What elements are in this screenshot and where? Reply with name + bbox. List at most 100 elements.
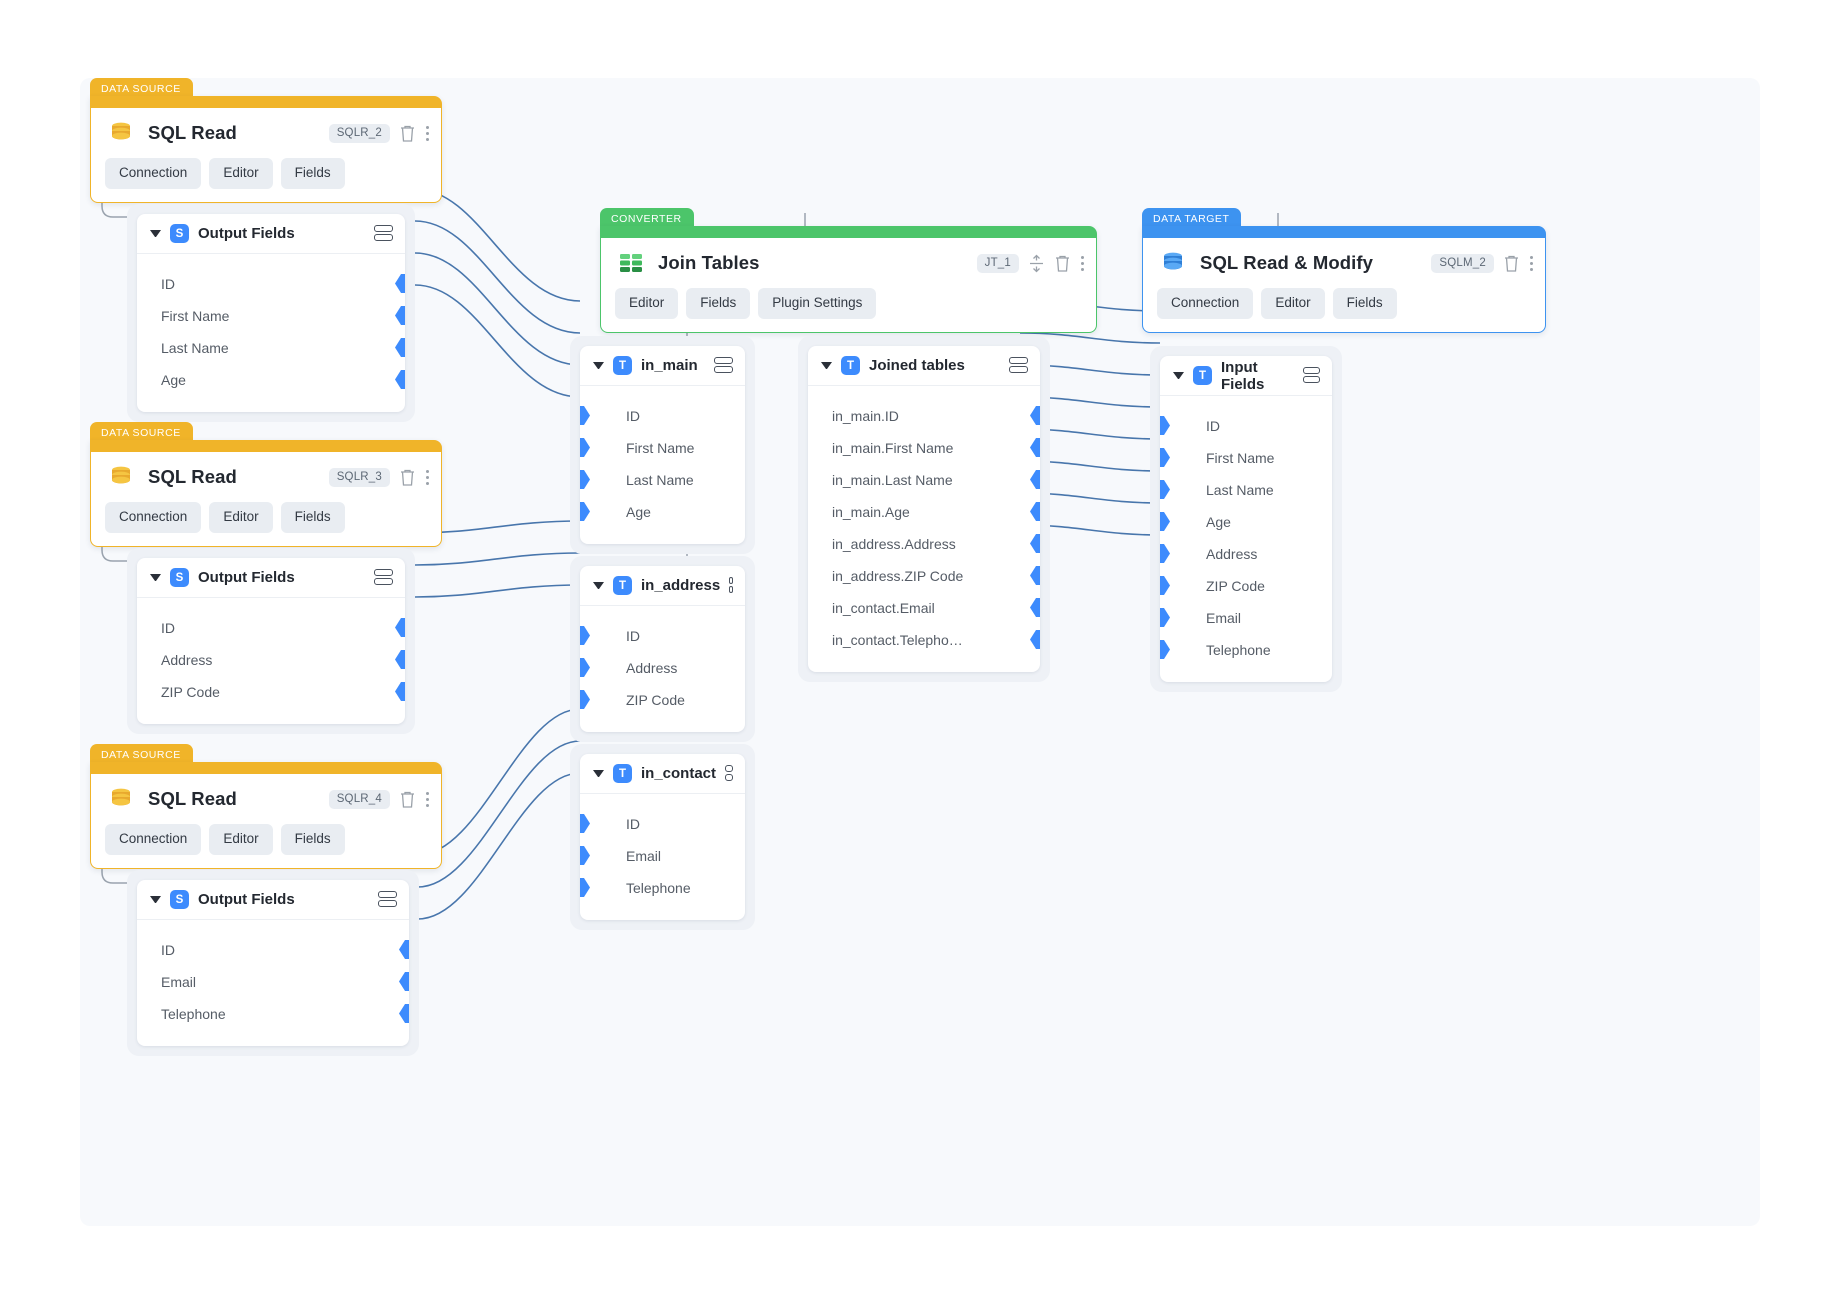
tab-editor[interactable]: Editor [209,824,273,855]
tab-plugin-settings[interactable]: Plugin Settings [758,288,877,319]
trash-icon[interactable] [399,468,416,487]
panel-input-fields[interactable]: T Input Fields ID First Name Last Name A… [1150,346,1342,692]
trash-icon[interactable] [399,790,416,809]
field-row[interactable]: in_address.Address [808,528,1040,560]
panel-in-main[interactable]: T in_main ID First Name Last Name Age [570,336,755,554]
field-row[interactable]: ID [1160,410,1332,442]
rows-toggle-icon[interactable] [1303,366,1320,385]
field-row[interactable]: Last Name [137,332,405,364]
output-port[interactable] [399,972,409,991]
panel-output-fields-main[interactable]: S Output Fields ID First Name Last Name … [127,204,415,422]
caret-down-icon[interactable] [150,230,161,237]
output-port[interactable] [1030,502,1040,521]
output-port[interactable] [395,306,405,325]
output-port[interactable] [1030,438,1040,457]
field-row[interactable]: ID [580,620,745,652]
output-port[interactable] [395,650,405,669]
field-row[interactable]: in_contact.Email [808,592,1040,624]
input-port[interactable] [580,878,590,897]
node-tab-strip[interactable]: Connection Editor Fields [1143,288,1545,332]
input-port[interactable] [1160,480,1170,499]
output-port[interactable] [1030,406,1040,425]
panel-header[interactable]: T in_contact [580,754,745,794]
field-row[interactable]: Last Name [1160,474,1332,506]
field-row[interactable]: in_main.First Name [808,432,1040,464]
tab-fields[interactable]: Fields [1332,288,1397,319]
panel-joined-tables[interactable]: T Joined tables in_main.ID in_main.First… [798,336,1050,682]
node-tab-strip[interactable]: Connection Editor Fields [91,158,441,202]
rows-toggle-icon[interactable] [714,356,733,375]
field-row[interactable]: First Name [580,432,745,464]
node-tab-strip[interactable]: Editor Fields Plugin Settings [601,288,1096,332]
tab-connection[interactable]: Connection [105,158,202,189]
kebab-menu-icon[interactable] [425,790,429,808]
field-row[interactable]: Age [1160,506,1332,538]
panel-output-fields-address[interactable]: S Output Fields ID Address ZIP Code [127,548,415,734]
field-row[interactable]: ZIP Code [137,676,405,708]
node-tab-strip[interactable]: Connection Editor Fields [91,824,441,868]
field-row[interactable]: in_contact.Telepho… [808,624,1040,656]
tab-connection[interactable]: Connection [105,824,202,855]
caret-down-icon[interactable] [1173,372,1184,379]
input-port[interactable] [580,658,590,677]
field-row[interactable]: in_address.ZIP Code [808,560,1040,592]
output-port[interactable] [1030,534,1040,553]
panel-header[interactable]: T Input Fields [1160,356,1332,396]
caret-down-icon[interactable] [821,362,832,369]
output-port[interactable] [1030,566,1040,585]
field-row[interactable]: Age [137,364,405,396]
tab-connection[interactable]: Connection [105,502,202,533]
panel-header[interactable]: T in_main [580,346,745,386]
caret-down-icon[interactable] [150,574,161,581]
trash-icon[interactable] [1054,254,1071,273]
input-port[interactable] [580,814,590,833]
field-row[interactable]: Address [1160,538,1332,570]
caret-down-icon[interactable] [593,770,604,777]
panel-output-fields-contact[interactable]: S Output Fields ID Email Telephone [127,870,419,1056]
tab-connection[interactable]: Connection [1157,288,1254,319]
tab-fields[interactable]: Fields [686,288,751,319]
field-row[interactable]: Address [137,644,405,676]
field-row[interactable]: First Name [1160,442,1332,474]
input-port[interactable] [1160,512,1170,531]
input-port[interactable] [1160,416,1170,435]
caret-down-icon[interactable] [150,896,161,903]
panel-header[interactable]: S Output Fields [137,214,405,254]
input-port[interactable] [580,406,590,425]
field-row[interactable]: ID [580,808,745,840]
tab-fields[interactable]: Fields [280,824,345,855]
input-port[interactable] [580,846,590,865]
caret-down-icon[interactable] [593,582,604,589]
field-row[interactable]: Last Name [580,464,745,496]
tab-editor[interactable]: Editor [1261,288,1325,319]
input-port[interactable] [580,470,590,489]
field-row[interactable]: ZIP Code [580,684,745,716]
output-port[interactable] [1030,630,1040,649]
tab-editor[interactable]: Editor [209,502,273,533]
field-row[interactable]: Telephone [137,998,409,1030]
field-row[interactable]: Telephone [580,872,745,904]
input-port[interactable] [1160,640,1170,659]
output-port[interactable] [395,618,405,637]
field-row[interactable]: in_main.ID [808,400,1040,432]
panel-header[interactable]: T Joined tables [808,346,1040,386]
panel-header[interactable]: S Output Fields [137,558,405,598]
panel-header[interactable]: S Output Fields [137,880,409,920]
tab-fields[interactable]: Fields [280,158,345,189]
rows-toggle-icon[interactable] [374,568,393,587]
field-row[interactable]: Age [580,496,745,528]
output-port[interactable] [399,940,409,959]
field-row[interactable]: ID [137,934,409,966]
field-row[interactable]: in_main.Age [808,496,1040,528]
field-row[interactable]: ID [137,268,405,300]
output-port[interactable] [395,370,405,389]
rows-toggle-icon[interactable] [729,576,733,595]
panel-in-contact[interactable]: T in_contact ID Email Telephone [570,744,755,930]
input-port[interactable] [580,690,590,709]
rows-toggle-icon[interactable] [1009,356,1028,375]
kebab-menu-icon[interactable] [425,468,429,486]
field-row[interactable]: in_main.Last Name [808,464,1040,496]
input-port[interactable] [580,502,590,521]
field-row[interactable]: ZIP Code [1160,570,1332,602]
field-row[interactable]: Email [580,840,745,872]
